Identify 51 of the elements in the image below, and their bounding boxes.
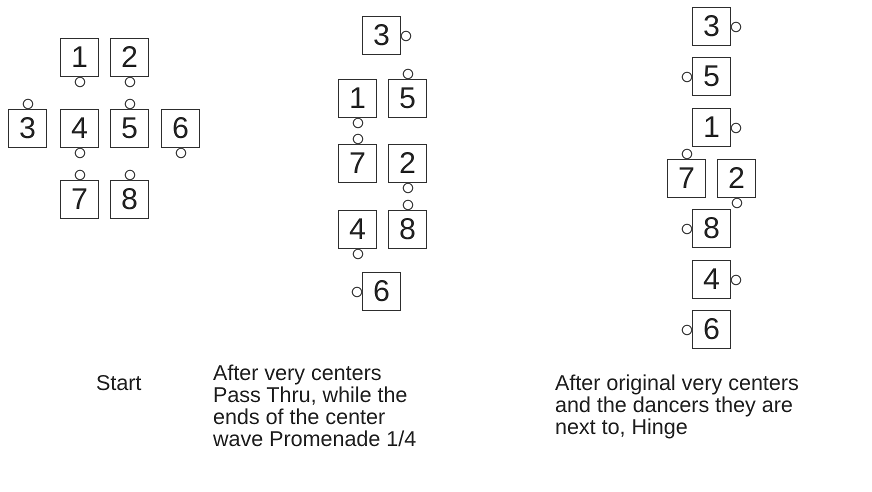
dancer-box bbox=[338, 79, 377, 118]
dancer-box bbox=[110, 180, 149, 219]
dancer-box bbox=[60, 109, 99, 148]
dancer-box bbox=[692, 57, 731, 96]
dancer-number: 8 bbox=[121, 184, 138, 214]
dancer-number: 8 bbox=[703, 214, 720, 244]
dancer-number: 2 bbox=[121, 42, 138, 72]
dancer-number: 4 bbox=[71, 114, 88, 144]
panel-caption: After very centers Pass Thru, while the ends of the center wave Promenade 1/4 bbox=[213, 362, 418, 450]
dancer-number: 4 bbox=[703, 264, 720, 294]
dancer-number: 3 bbox=[373, 20, 390, 50]
dancer-box bbox=[110, 38, 149, 77]
dancer-box bbox=[692, 310, 731, 349]
dancer-box bbox=[388, 144, 427, 183]
dancer-box bbox=[692, 108, 731, 147]
dancer-box bbox=[692, 260, 731, 299]
dancer-number: 6 bbox=[172, 114, 189, 144]
dancer-number: 7 bbox=[349, 148, 366, 178]
dancer-number: 5 bbox=[703, 62, 720, 92]
dancer-number: 4 bbox=[349, 214, 366, 244]
dancer-number: 2 bbox=[399, 148, 416, 178]
dancer-box bbox=[60, 180, 99, 219]
dancer-number: 1 bbox=[703, 112, 720, 142]
dancer-box bbox=[338, 210, 377, 249]
dancer-number: 6 bbox=[703, 314, 720, 344]
panel-caption: Start bbox=[96, 372, 142, 394]
dancer-number: 7 bbox=[678, 164, 695, 194]
panel-caption: After original very centers and the dancers they are next to, Hinge bbox=[555, 372, 800, 438]
dancer-number: 1 bbox=[349, 84, 366, 114]
dancer-box bbox=[362, 272, 401, 311]
dancer-box bbox=[362, 16, 401, 55]
dancer-box bbox=[110, 109, 149, 148]
dancer-box bbox=[338, 144, 377, 183]
dancer-box bbox=[667, 159, 706, 198]
dancer-number: 3 bbox=[703, 12, 720, 42]
dancer-box bbox=[692, 209, 731, 248]
dancer-number: 5 bbox=[121, 114, 138, 144]
dancer-number: 5 bbox=[399, 84, 416, 114]
dancer-number: 2 bbox=[728, 164, 745, 194]
dancer-number: 7 bbox=[71, 184, 88, 214]
dancer-box bbox=[717, 159, 756, 198]
dancer-box bbox=[692, 7, 731, 46]
dancer-number: 8 bbox=[399, 214, 416, 244]
dancer-box bbox=[8, 109, 47, 148]
dancer-box bbox=[388, 79, 427, 118]
dancer-number: 3 bbox=[19, 114, 36, 144]
dancer-box bbox=[60, 38, 99, 77]
dancer-box bbox=[161, 109, 200, 148]
dancer-box bbox=[388, 210, 427, 249]
dancer-number: 1 bbox=[71, 42, 88, 72]
dancer-number: 6 bbox=[373, 276, 390, 306]
